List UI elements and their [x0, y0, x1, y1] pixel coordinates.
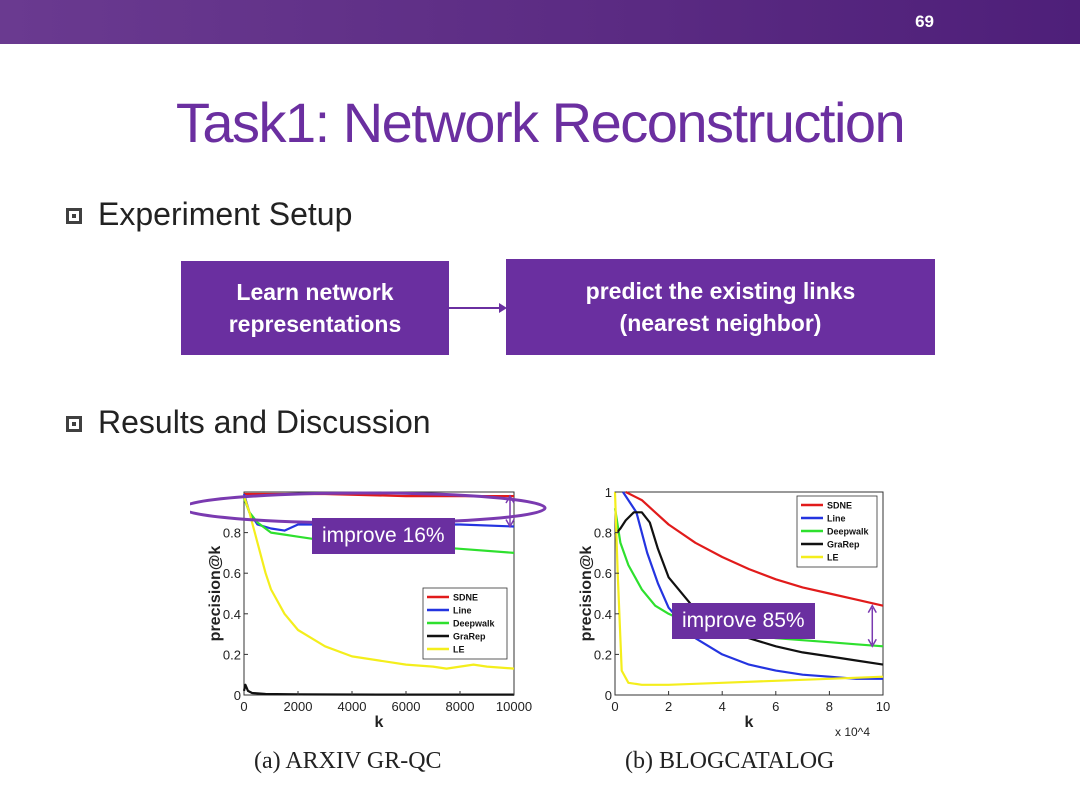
y-tick-label: 0.4	[594, 607, 612, 622]
x-tick-label: 4	[719, 699, 726, 714]
bullet-text: Experiment Setup	[98, 196, 353, 232]
x-tick-label: 8000	[446, 699, 475, 714]
x-axis-label: k	[375, 714, 384, 731]
caption-b: (b) BLOGCATALOG	[625, 748, 835, 774]
y-tick-label: 0	[234, 688, 241, 703]
legend-label-grarep: GraRep	[827, 540, 860, 550]
x-tick-label: 0	[611, 699, 618, 714]
page-number: 69	[915, 12, 934, 31]
chart-blogcatalog: 0 2 4 6 8 10 0 0.2 0.4 0.6 0.8 1 k precision@k SDNE Lin…	[578, 485, 890, 739]
x-tick-label: 2	[665, 699, 672, 714]
y-tick-label: 0.4	[223, 607, 241, 622]
square-bullet-icon	[66, 415, 82, 432]
bullet-text: Results and Discussion	[98, 404, 431, 440]
flow-box-predict-line1: predict the existing links	[585, 278, 856, 304]
legend-label-sdne: SDNE	[453, 593, 478, 603]
bullet-experiment-setup: Experiment Setup	[66, 196, 352, 233]
x-tick-label: 0	[240, 699, 247, 714]
flow-arrow	[449, 303, 507, 313]
improve-arrow-a-head-bottom	[505, 519, 515, 529]
legend-label-line: Line	[453, 606, 472, 616]
y-tick-label: 0.6	[223, 566, 241, 581]
flow-box-learn-line1: Learn network	[236, 279, 394, 305]
series-line-grarep	[242, 683, 514, 696]
legend-box	[422, 587, 508, 660]
y-tick-label: 0.2	[594, 647, 612, 662]
x-tick-label: 6	[772, 699, 779, 714]
x-tick-label: 2000	[284, 699, 313, 714]
x-multiplier-label: x 10^4	[835, 725, 870, 739]
top-bar	[0, 0, 1080, 44]
flow-box-predict-line2: (nearest neighbor)	[619, 310, 822, 336]
slide-title: Task1: Network Reconstruction	[175, 91, 906, 154]
series-line-sdne	[625, 491, 884, 607]
improve-arrow-b-head-bottom	[867, 638, 877, 648]
flow-box-predict: predict the existing links (nearest neig…	[506, 259, 935, 355]
improve-badge-a: improve 16%	[312, 518, 455, 554]
legend-label-grarep: GraRep	[453, 632, 486, 642]
y-tick-label: 0	[605, 688, 612, 703]
legend-label-sdne: SDNE	[827, 501, 852, 511]
y-tick-label: 1	[605, 485, 612, 500]
square-bullet-icon	[66, 207, 82, 224]
y-axis-label: precision@k	[578, 546, 595, 642]
flow-box-learn: Learn network representations	[181, 261, 449, 355]
improve-arrow-a-head-top	[505, 494, 515, 504]
x-tick-label: 8	[826, 699, 833, 714]
y-tick-label: 0.6	[594, 566, 612, 581]
x-tick-label: 6000	[392, 699, 421, 714]
x-axis-label: k	[745, 714, 754, 731]
y-tick-label: 0.2	[223, 647, 241, 662]
improve-badge-b: improve 85%	[672, 603, 815, 639]
flow-box-learn-line2: representations	[228, 311, 402, 337]
legend-label-le: LE	[827, 553, 839, 563]
legend-label-deepwalk: Deepwalk	[827, 527, 870, 537]
series-line-grarep	[614, 511, 884, 666]
y-tick-label: 0.8	[594, 526, 612, 541]
legend-label-le: LE	[453, 645, 465, 655]
y-axis-label: precision@k	[207, 546, 224, 642]
x-tick-label: 10	[876, 699, 890, 714]
y-tick-label: 0.8	[223, 526, 241, 541]
caption-a: (a) ARXIV GR-QC	[254, 748, 442, 774]
x-tick-label: 10000	[496, 699, 532, 714]
series-line-le	[242, 495, 515, 670]
series-line-le	[613, 491, 884, 686]
legend-label-line: Line	[827, 514, 846, 524]
series-line-line	[622, 491, 883, 680]
bullet-results-discussion: Results and Discussion	[66, 404, 431, 441]
improve-arrow-b-head-top	[867, 604, 877, 614]
legend-label-deepwalk: Deepwalk	[453, 619, 496, 629]
x-tick-label: 4000	[338, 699, 367, 714]
